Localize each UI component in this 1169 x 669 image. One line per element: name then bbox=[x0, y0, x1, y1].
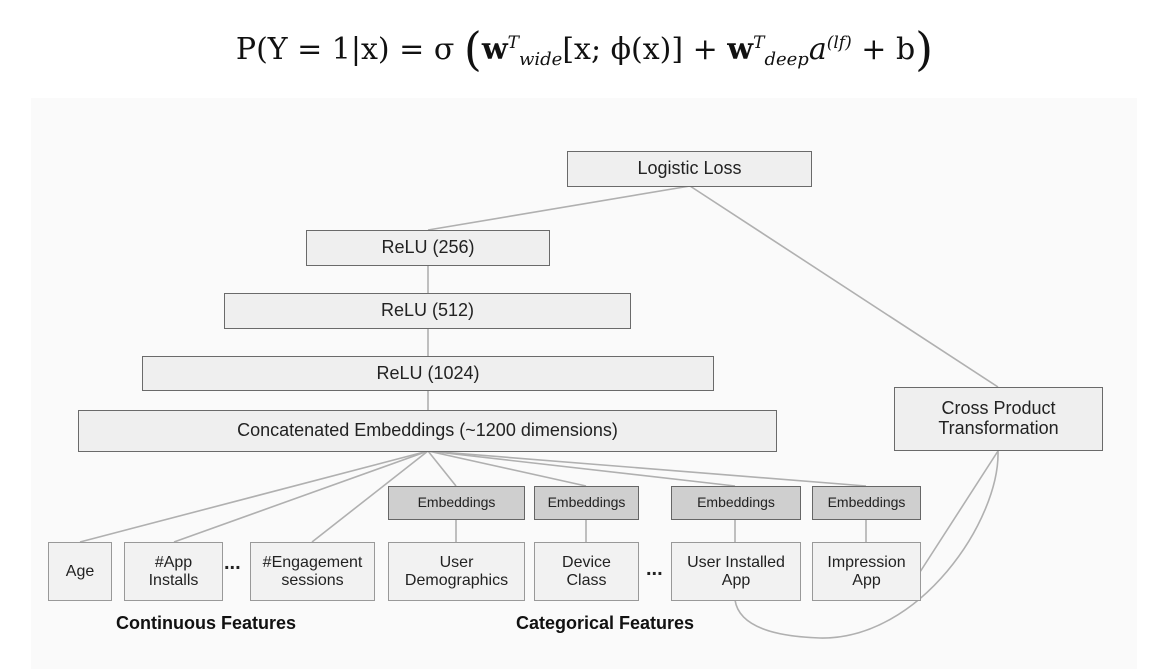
concat-to-emb1-line bbox=[427, 450, 457, 487]
age-feature: Age bbox=[48, 542, 112, 601]
user-demographics-feature: User Demographics bbox=[388, 542, 525, 601]
embeddings-box-impression: Embeddings bbox=[812, 486, 921, 520]
relu-1024-node: ReLU (1024) bbox=[142, 356, 714, 391]
formula-wide-args: [x; ϕ(x)] + bbox=[562, 32, 718, 67]
formula-w-deep: w bbox=[727, 32, 754, 67]
concat-to-installs-line bbox=[173, 450, 429, 543]
formula-sub-deep: deep bbox=[764, 49, 809, 70]
user-installed-app-feature: User Installed App bbox=[671, 542, 801, 601]
loss-to-relu256-line bbox=[427, 185, 691, 231]
concatenated-embeddings-node: Concatenated Embeddings (~1200 dimension… bbox=[78, 410, 777, 452]
impression-app-feature: Impression App bbox=[812, 542, 921, 601]
categorical-features-caption: Categorical Features bbox=[516, 613, 695, 633]
probability-formula: P(Y = 1|x) = σ (wTwide[x; ϕ(x)] + wTdeep… bbox=[0, 22, 1169, 76]
formula-sup-t2: T bbox=[753, 33, 765, 53]
embeddings-box-device: Embeddings bbox=[534, 486, 639, 520]
logistic-loss-node: Logistic Loss bbox=[567, 151, 812, 187]
formula-right-paren: ) bbox=[915, 22, 934, 76]
formula-sub-wide: wide bbox=[518, 49, 563, 70]
formula-a: a bbox=[808, 32, 827, 67]
concat-to-emb2-line bbox=[427, 450, 587, 487]
relu-256-node: ReLU (256) bbox=[306, 230, 550, 266]
embeddings-box-demographics: Embeddings bbox=[388, 486, 525, 520]
categorical-ellipsis: ... bbox=[646, 558, 663, 580]
cross-product-node: Cross Product Transformation bbox=[894, 387, 1103, 451]
formula-left-paren: ( bbox=[463, 22, 482, 76]
formula-lhs: P(Y = 1|x) = σ bbox=[235, 32, 455, 67]
concat-to-age-line bbox=[79, 450, 429, 543]
formula-sup-t1: T bbox=[507, 33, 519, 53]
loss-to-cross-line bbox=[689, 185, 999, 388]
embeddings-box-installed: Embeddings bbox=[671, 486, 801, 520]
cross-to-impression-line bbox=[919, 450, 999, 573]
formula-w-wide: w bbox=[481, 32, 508, 67]
cross-to-installed-curve bbox=[734, 450, 999, 639]
formula-tail: + b bbox=[861, 32, 916, 67]
concat-to-emb4-line bbox=[427, 450, 867, 487]
continuous-ellipsis: ... bbox=[224, 552, 241, 574]
engagement-sessions-feature: #Engagement sessions bbox=[250, 542, 375, 601]
concat-to-engagement-line bbox=[311, 450, 429, 543]
continuous-features-caption: Continuous Features bbox=[116, 613, 297, 633]
app-installs-feature: #App Installs bbox=[124, 542, 223, 601]
device-class-feature: Device Class bbox=[534, 542, 639, 601]
formula-sup-lf: (lf) bbox=[826, 33, 852, 53]
concat-to-emb3-line bbox=[427, 450, 736, 487]
relu-512-node: ReLU (512) bbox=[224, 293, 631, 329]
